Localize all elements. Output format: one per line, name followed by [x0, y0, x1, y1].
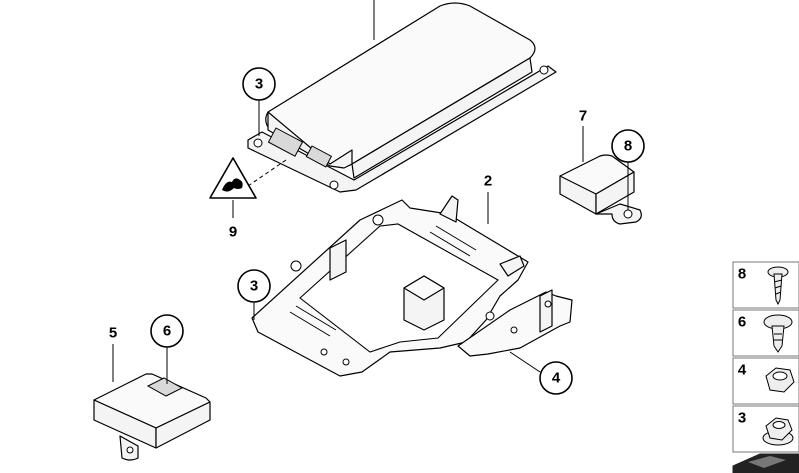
screw-icon [767, 266, 789, 306]
expanding-rivet-icon [763, 314, 793, 353]
legend-number-8: 8 [738, 266, 746, 283]
label-7: 7 [579, 108, 587, 125]
label-9: 9 [229, 224, 237, 241]
callout-8: 8 [611, 129, 645, 163]
legend-item-3[interactable]: 3 [732, 405, 799, 453]
callout-4-label: 4 [552, 370, 561, 387]
label-2: 2 [484, 173, 492, 190]
legend-footer-tab [732, 453, 799, 473]
callout-3-mid: 3 [237, 269, 271, 303]
mounting-bracket-2[interactable] [251, 195, 529, 377]
hex-nut-icon [765, 367, 795, 393]
legend-item-6[interactable]: 6 [732, 309, 799, 357]
sensor-module-5[interactable] [93, 373, 211, 461]
control-unit-main[interactable] [247, 0, 557, 193]
flange-nut-icon [762, 417, 794, 446]
callout-3-mid-label: 3 [250, 278, 258, 295]
warning-triangle-icon [209, 157, 257, 199]
sensor-module-7[interactable] [559, 154, 642, 225]
callout-6: 6 [150, 314, 184, 348]
bracket-4[interactable] [457, 289, 573, 357]
label-5: 5 [109, 325, 117, 342]
leader-line [247, 159, 287, 187]
callout-6-label: 6 [163, 323, 171, 340]
legend-item-4[interactable]: 4 [732, 357, 799, 405]
callout-4: 4 [539, 361, 573, 395]
callout-8-label: 8 [624, 138, 632, 155]
callout-3-top-label: 3 [255, 76, 263, 93]
leader-line [509, 351, 541, 373]
legend-number-4: 4 [738, 362, 747, 379]
legend-number-6: 6 [738, 314, 746, 331]
legend-item-8[interactable]: 8 [732, 261, 799, 309]
callout-3-top: 3 [242, 67, 276, 101]
legend-number-3: 3 [738, 410, 746, 427]
